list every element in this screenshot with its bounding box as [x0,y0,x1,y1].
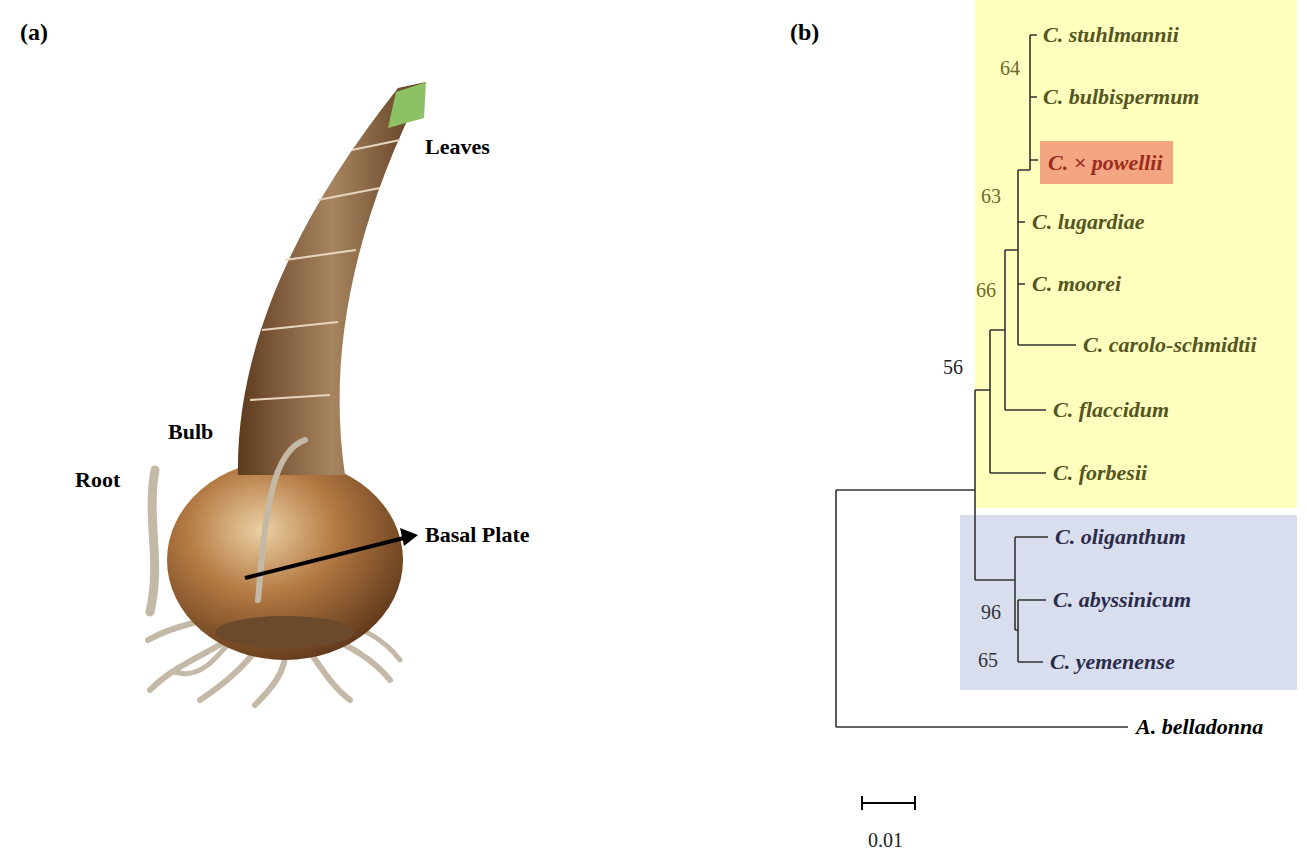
clade-band: C. oliganthum C. abyssinicum 96 65 C. yemene… [960,515,1297,690]
panel-label: (b) [790,19,819,45]
drawing-path [285,250,356,260]
bootstrap-value: 66 [976,277,996,303]
species-name-holder: C. yemenense [1050,649,1175,675]
species-name-holder: C. forbesii [1053,460,1147,486]
drawing-path [250,395,330,400]
drawing-path [836,490,1128,727]
species-name: C. bulbispermum [1043,84,1199,110]
species-name-holder: C. bulbispermum [1043,84,1199,110]
part-name-holder: Leaves [425,134,490,160]
drawing-path [1018,170,1076,345]
bootstrap-value-holder: 66 [976,277,996,303]
panel-label-holder: (b) [790,19,819,45]
scale-bar [862,796,915,810]
part-name: Bulb [168,419,213,445]
drawing-path [318,188,380,200]
bootstrap-value-holder: 56 [943,354,963,380]
drawing-path [975,390,1015,580]
species-name: C. lugardiae [1032,209,1144,235]
drawing-line [862,802,915,804]
scale-label-holder: 0.01 [868,827,903,853]
part-name: Leaves [425,134,490,160]
leaf-tip [388,82,426,128]
species-name: C. yemenense [1050,649,1175,675]
part-name: Root [75,467,120,493]
species-name-holder: C. oliganthum [1055,524,1186,550]
drawing-path [352,140,400,150]
bootstrap-value: 63 [981,183,1001,209]
part-name: Basal Plate [425,522,530,548]
drawing-path [1015,537,1048,630]
bootstrap-value: 64 [1000,55,1020,81]
part-name-holder: Bulb [168,419,213,445]
species-name-holder: C. lugardiae [1032,209,1144,235]
drawing-path [262,322,338,330]
drawing-line [861,796,863,810]
neck-stripes [250,140,400,400]
drawing-line [914,796,916,810]
bootstrap-value: 65 [978,647,998,673]
species-name: C. stuhlmannii [1043,22,1179,48]
bootstrap-value: 96 [981,599,1001,625]
part-name-holder: Root [75,467,120,493]
clade-band: C. stuhlmannii 64 C. bulbispermum 63 C. luga… [975,0,1297,508]
tree-branches [836,35,1128,727]
panel-label: (a) [20,19,48,45]
species-name: C. carolo-schmidtii [1083,332,1257,358]
bootstrap-value-holder: 63 [981,183,1001,209]
species-name-holder: A. belladonna [1136,714,1263,740]
highlight-box: C. × powellii [1040,141,1173,184]
drawing-path [150,470,155,612]
bootstrap-value-holder: 96 [981,599,1001,625]
drawing-path [1005,250,1046,410]
species-name-holder: C. flaccidum [1053,397,1169,423]
bulb-neck [238,82,426,475]
scale-label: 0.01 [868,827,903,853]
root [258,440,305,600]
drawing-path [1030,35,1038,170]
panel-label-holder: (a) [20,19,48,45]
species-name: C. × powellii [1048,141,1163,184]
part-name-holder: Basal Plate [425,522,530,548]
species-name: C. oliganthum [1055,524,1186,550]
species-name: A. belladonna [1136,714,1263,740]
bootstrap-value-holder: 64 [1000,55,1020,81]
species-name-holder: C. abyssinicum [1053,587,1191,613]
species-name-holder: C. stuhlmannii [1043,22,1179,48]
species-name: C. flaccidum [1053,397,1169,423]
species-name: C. moorei [1032,271,1121,297]
drawing-path [1018,600,1046,662]
species-name: C. forbesii [1053,460,1147,486]
leader-arrow [245,538,404,578]
species-name-holder: C. carolo-schmidtii [1083,332,1257,358]
species-name: C. abyssinicum [1053,587,1191,613]
species-name-holder: C. moorei [1032,271,1121,297]
arrow-head [400,528,418,546]
bulb-body [167,460,403,660]
bootstrap-value: 56 [943,354,963,380]
bootstrap-value-holder: 65 [978,647,998,673]
drawing-path [990,330,1046,473]
basal-plate [215,616,355,648]
